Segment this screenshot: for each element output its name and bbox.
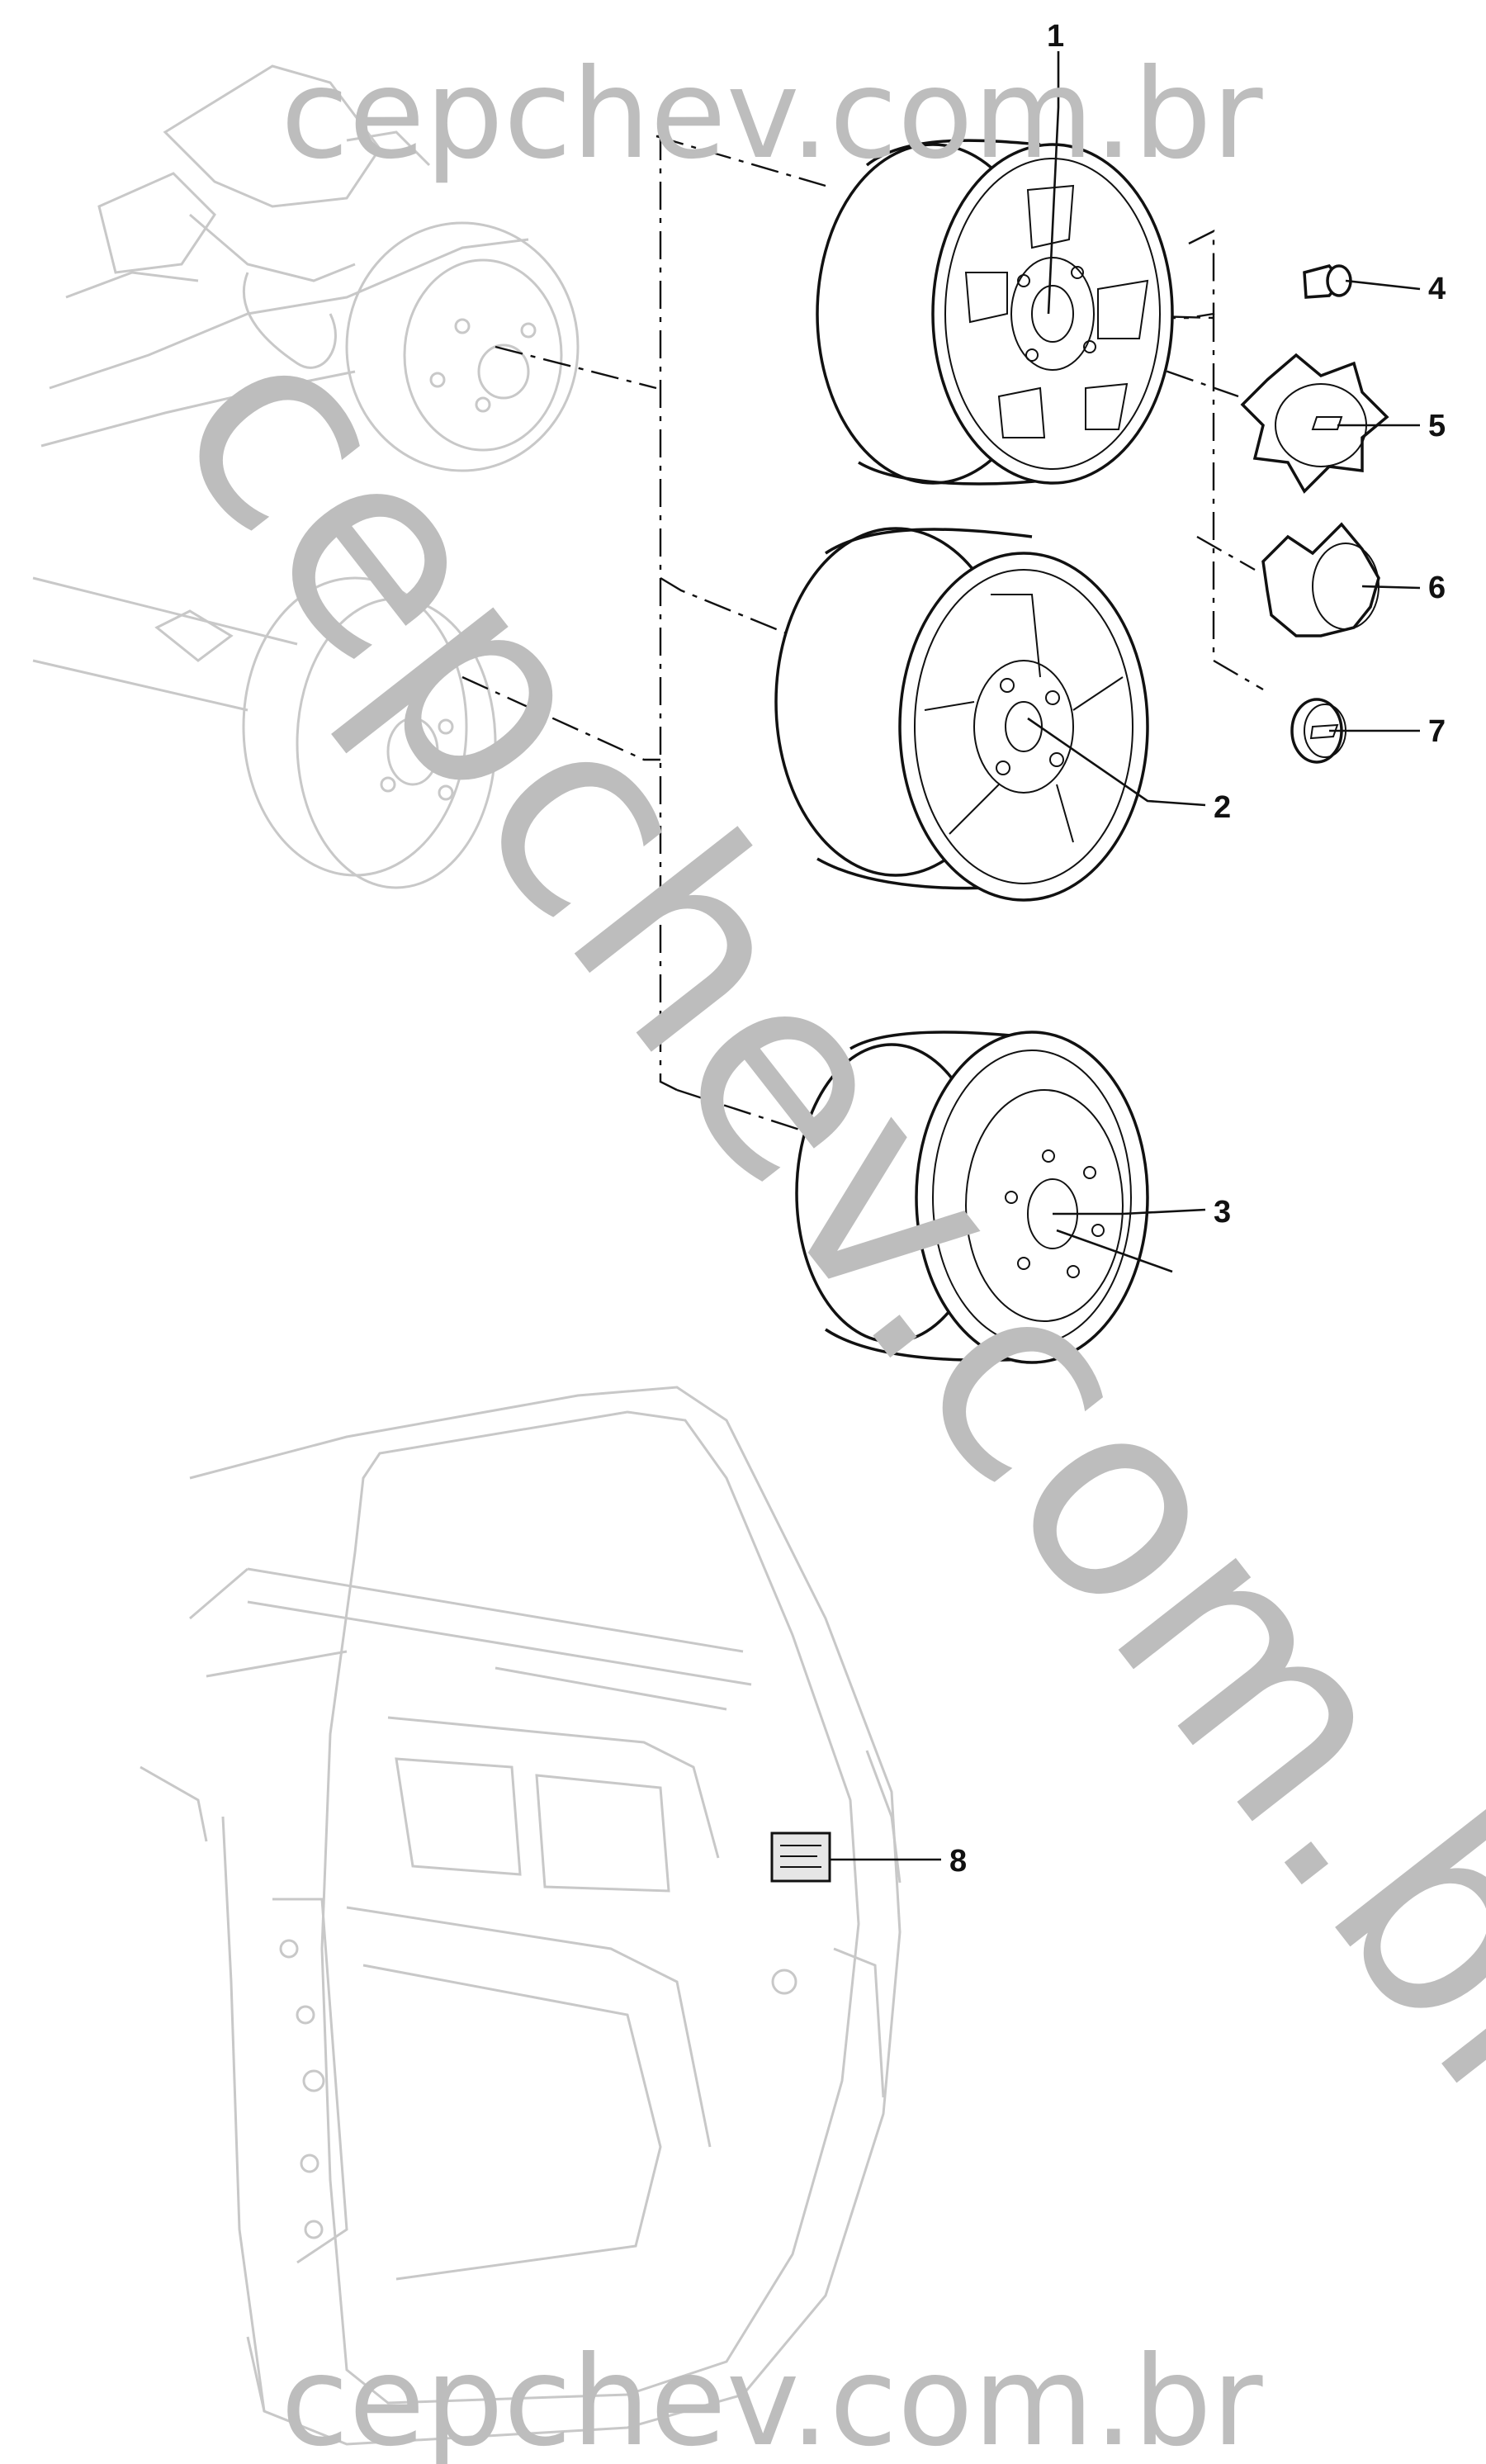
callout-5: 5 — [1428, 409, 1446, 443]
wheel-alloy-a[interactable] — [816, 139, 1174, 486]
tire-pressure-label[interactable] — [770, 1831, 831, 1883]
callout-3: 3 — [1214, 1195, 1231, 1230]
lug-nut[interactable] — [1303, 264, 1352, 299]
callout-2: 2 — [1214, 790, 1231, 825]
wheel-steel[interactable] — [795, 1031, 1149, 1364]
center-cap-a[interactable] — [1240, 353, 1389, 494]
callout-7: 7 — [1428, 714, 1446, 749]
callout-8: 8 — [949, 1844, 967, 1879]
center-cap-b[interactable] — [1261, 522, 1380, 637]
rear-axle-ghost — [32, 576, 497, 889]
leader-lines — [830, 51, 1421, 1861]
callout-6: 6 — [1428, 571, 1446, 605]
callout-labels: 1 2 3 4 5 6 7 8 — [949, 19, 1446, 1879]
watermark-bottom: cepchev.com.br — [281, 2330, 1263, 2464]
watermark-top: cepchev.com.br — [281, 43, 1263, 187]
callout-4: 4 — [1428, 272, 1446, 306]
front-suspension-ghost — [40, 64, 580, 472]
door-frame-ghost — [140, 1386, 902, 2446]
callout-1: 1 — [1047, 19, 1064, 54]
wheel-alloy-b[interactable] — [774, 527, 1149, 902]
